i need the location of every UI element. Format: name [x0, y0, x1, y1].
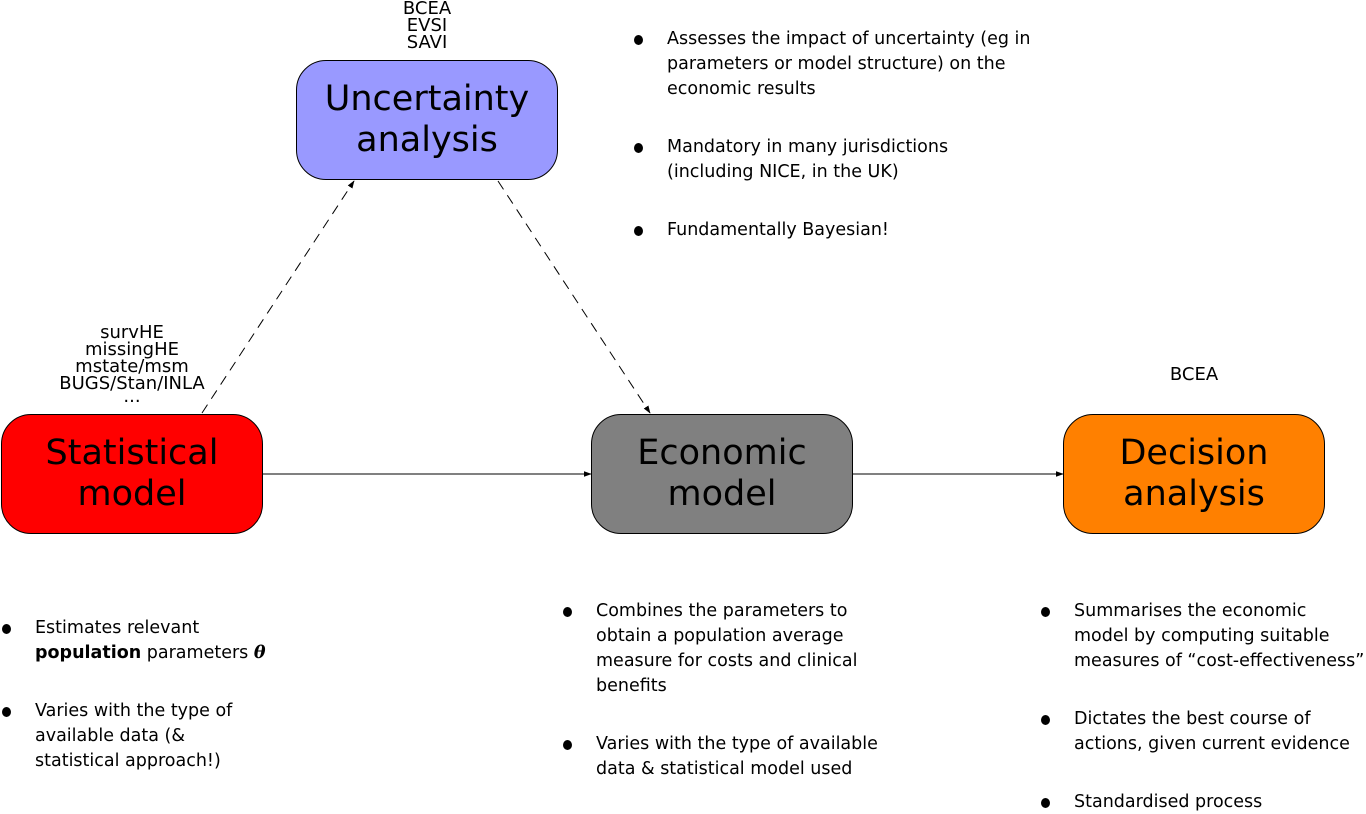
tool-label: BCEA [1169, 364, 1219, 385]
bullet-item: Dictates the best course of actions, giv… [1041, 707, 1365, 757]
node-decision-analysis: Decision analysis [1063, 414, 1325, 534]
node-uncertainty-analysis: Uncertainty analysis [296, 60, 558, 180]
node-economic-model: Economic model [591, 414, 853, 534]
bullet-emphasis: population [35, 643, 142, 663]
bullet-text: parameters [146, 643, 249, 663]
bullets-economic: Combines the parameters to obtain a popu… [563, 599, 888, 782]
tool-label: missingHE [84, 339, 180, 360]
bullet-item: Assesses the impact of uncertainty (eg i… [634, 27, 1034, 102]
bullets-uncertainty: Assesses the impact of uncertainty (eg i… [634, 27, 1034, 243]
tools-uncertainty: BCEA EVSI SAVI [377, 0, 477, 53]
bullet-item: Standardised process [1041, 790, 1365, 814]
bullet-item: Varies with the type of available data (… [2, 699, 235, 774]
bullet-text: Estimates relevant [35, 618, 200, 638]
bullet-item: Fundamentally Bayesian! [634, 218, 1034, 243]
bullet-item: Combines the parameters to obtain a popu… [563, 599, 888, 699]
bullets-statistical: Estimates relevant population parameters… [2, 616, 272, 774]
node-label-line2: analysis [356, 120, 498, 160]
tool-label: BUGS/Stan/INLA [59, 373, 205, 394]
theta-symbol: θ [253, 643, 266, 663]
tool-label: SAVI [406, 32, 448, 53]
node-label-line2: model [77, 474, 187, 514]
tools-decision: BCEA [1144, 364, 1244, 385]
arrow-statistical-to-uncertainty [201, 180, 355, 414]
bullets-decision: Summarises the economic model by computi… [1041, 599, 1365, 814]
bullet-item: Varies with the type of available data &… [563, 732, 888, 782]
tool-label: BCEA [402, 0, 452, 19]
node-label-line2: analysis [1123, 474, 1265, 514]
tool-label: mstate/msm [75, 356, 189, 377]
bullet-item: Estimates relevant population parameters… [2, 616, 272, 666]
node-label-line1: Economic [637, 433, 807, 473]
node-statistical-model: Statistical model [1, 414, 263, 534]
node-label-line1: Statistical [45, 433, 219, 473]
bullet-item: Mandatory in many jurisdictions (includi… [634, 135, 1034, 185]
arrow-uncertainty-to-economic [497, 180, 651, 414]
tool-label: EVSI [406, 15, 448, 36]
bullet-item: Summarises the economic model by computi… [1041, 599, 1365, 674]
tools-statistical: survHE missingHE mstate/msm BUGS/Stan/IN… [32, 322, 232, 407]
node-label-line1: Uncertainty [324, 79, 530, 119]
tool-label: survHE [100, 322, 164, 343]
node-label-line1: Decision [1119, 433, 1269, 473]
tool-label: ... [123, 386, 141, 407]
node-label-line2: model [667, 474, 777, 514]
